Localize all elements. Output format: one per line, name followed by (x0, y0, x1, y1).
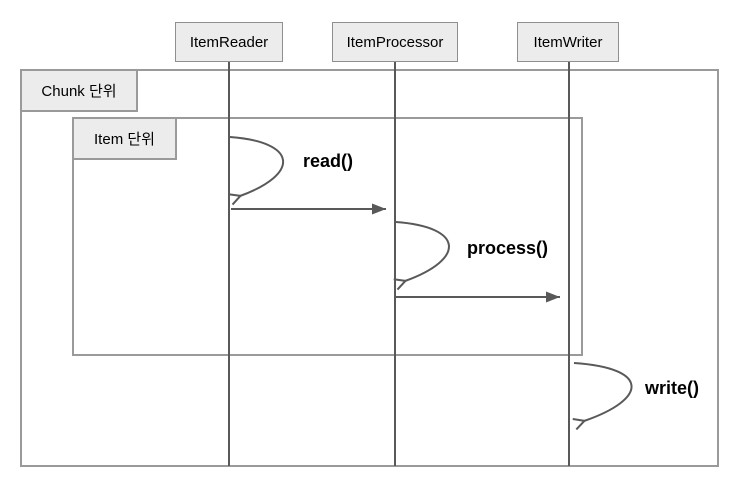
actor-box-itemwriter: ItemWriter (517, 22, 619, 62)
actor-label-itemwriter: ItemWriter (533, 33, 603, 51)
item-frame (72, 117, 583, 356)
item-frame-label-box: Item 단위 (72, 117, 177, 160)
item-frame-label: Item 단위 (94, 131, 155, 148)
actor-box-itemreader: ItemReader (175, 22, 283, 62)
actor-label-itemreader: ItemReader (189, 33, 269, 51)
chunk-frame-label-box: Chunk 단위 (20, 69, 138, 112)
actor-box-itemprocessor: ItemProcessor (332, 22, 458, 62)
write-message-label: write() (645, 378, 699, 398)
process-message-label: process() (467, 238, 549, 258)
chunk-frame-label: Chunk 단위 (41, 83, 117, 100)
read-message-label: read() (303, 151, 354, 171)
actor-label-itemprocessor: ItemProcessor (346, 33, 444, 51)
chunk-frame (20, 69, 719, 467)
